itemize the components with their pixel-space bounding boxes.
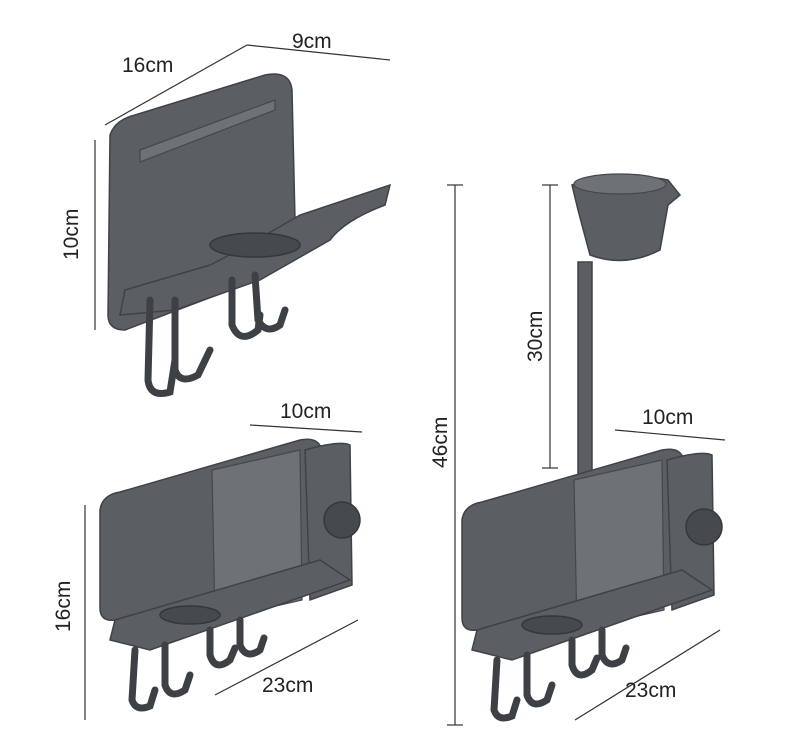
stand-pole-height-label: 30cm — [524, 311, 547, 362]
box-holder-width-label: 23cm — [262, 674, 313, 697]
dimension-line — [104, 44, 248, 126]
box-holder-height-label: 16cm — [52, 581, 75, 632]
small-holder-depth-label: 9cm — [292, 30, 332, 53]
stand-hair-dryer-holder — [461, 173, 723, 722]
stand-depth-label: 10cm — [642, 406, 693, 429]
dimension-line — [249, 424, 363, 433]
stand-width-label: 23cm — [625, 679, 676, 702]
small-holder-height-label: 10cm — [60, 209, 83, 260]
dimension-line — [574, 629, 721, 721]
box-holder-depth-label: 10cm — [280, 400, 331, 423]
dimension-line — [614, 429, 726, 441]
small-hair-dryer-holder — [107, 73, 392, 397]
dimension-line — [214, 619, 359, 696]
box-hair-dryer-holder — [99, 438, 361, 712]
stand-total-height-label: 46cm — [429, 417, 452, 468]
dimension-line — [246, 44, 391, 61]
small-holder-width-label: 16cm — [122, 54, 173, 77]
